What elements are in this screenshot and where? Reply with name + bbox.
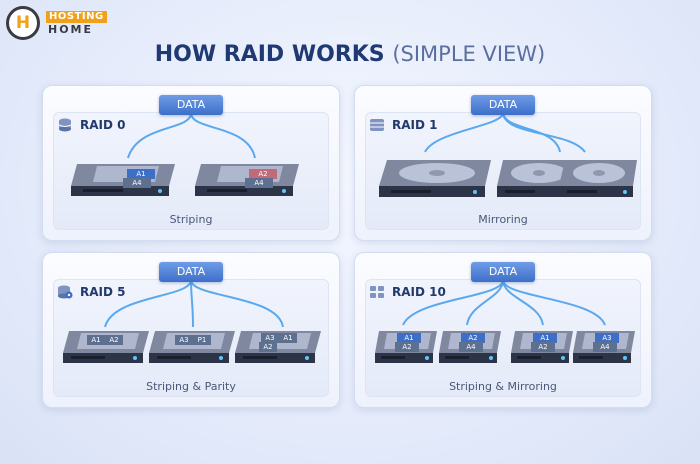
hard-drive: A1 A2 (59, 325, 151, 365)
data-block: A2 (249, 169, 277, 179)
title-main: HOW RAID WORKS (154, 42, 385, 67)
hard-drive: A1 A4 (67, 156, 179, 198)
logo: H HOSTING HOME (4, 4, 124, 44)
data-label: DATA (159, 95, 223, 115)
hard-drive: A3 P1 (145, 325, 237, 365)
logo-text-hosting: HOSTING (46, 11, 107, 23)
data-block: A2 (531, 342, 555, 352)
page-title: HOW RAID WORKS (SIMPLE VIEW) (0, 42, 700, 67)
data-block: A1 (397, 333, 421, 343)
caption: Striping & Parity (146, 380, 236, 393)
caption: Mirroring (478, 213, 528, 226)
raid-label-text: RAID 1 (392, 118, 438, 132)
data-label: DATA (471, 95, 535, 115)
panel-raid-5: DATA RAID 5 A1 A2 A3 P1 (42, 252, 340, 408)
raid-label: RAID 0 (57, 118, 125, 132)
panel-raid-10: DATA RAID 10 A1 A2 A2 A4 (354, 252, 652, 408)
data-block: P1 (193, 335, 211, 345)
data-block: A2 (461, 333, 485, 343)
data-block: A3 (595, 333, 619, 343)
data-block: A4 (459, 342, 483, 352)
raid-label: RAID 10 (369, 285, 446, 299)
raid-label: RAID 1 (369, 118, 437, 132)
hard-drive: A2 A4 (191, 156, 303, 198)
panel-raid-1: DATA RAID 1 (354, 85, 652, 241)
panel-raid-0: DATA RAID 0 A1 A4 A2 A4 Striping (42, 85, 340, 241)
raid-label-text: RAID 0 (80, 118, 126, 132)
hard-drive: A2 A4 (435, 325, 503, 365)
data-block: A1 (127, 169, 155, 179)
data-block: A2 (105, 335, 123, 345)
hard-drive: A3 A1 A2 (231, 325, 323, 365)
server-icon (370, 119, 384, 131)
hard-drive: A1 A2 (371, 325, 439, 365)
data-block: A4 (245, 178, 273, 188)
data-block: A3 (175, 335, 193, 345)
hard-drive (375, 152, 495, 200)
logo-badge: H (6, 6, 40, 40)
logo-letter: H (15, 13, 31, 33)
data-block: A3 (261, 333, 279, 343)
raid-label: RAID 5 (57, 285, 125, 299)
data-block: A1 (533, 333, 557, 343)
raid-label-text: RAID 10 (392, 285, 446, 299)
caption: Striping (169, 213, 213, 226)
data-label: DATA (159, 262, 223, 282)
data-block: A4 (123, 178, 151, 188)
title-sub: (SIMPLE VIEW) (392, 42, 546, 66)
data-block: A4 (593, 342, 617, 352)
hard-drive: A1 A2 (507, 325, 575, 365)
hard-drive: A3 A4 (569, 325, 637, 365)
grid-icon (370, 286, 384, 298)
data-block: A1 (87, 335, 105, 345)
database-gear-icon (58, 285, 73, 299)
data-block: A2 (259, 342, 277, 352)
data-block: A1 (279, 333, 297, 343)
raid-label-text: RAID 5 (80, 285, 126, 299)
caption: Striping & Mirroring (449, 380, 557, 393)
data-label: DATA (471, 262, 535, 282)
data-block: A2 (395, 342, 419, 352)
database-icon (58, 118, 72, 132)
hard-drive (555, 152, 639, 200)
logo-text-home: HOME (48, 23, 94, 36)
hard-drive (493, 152, 579, 200)
